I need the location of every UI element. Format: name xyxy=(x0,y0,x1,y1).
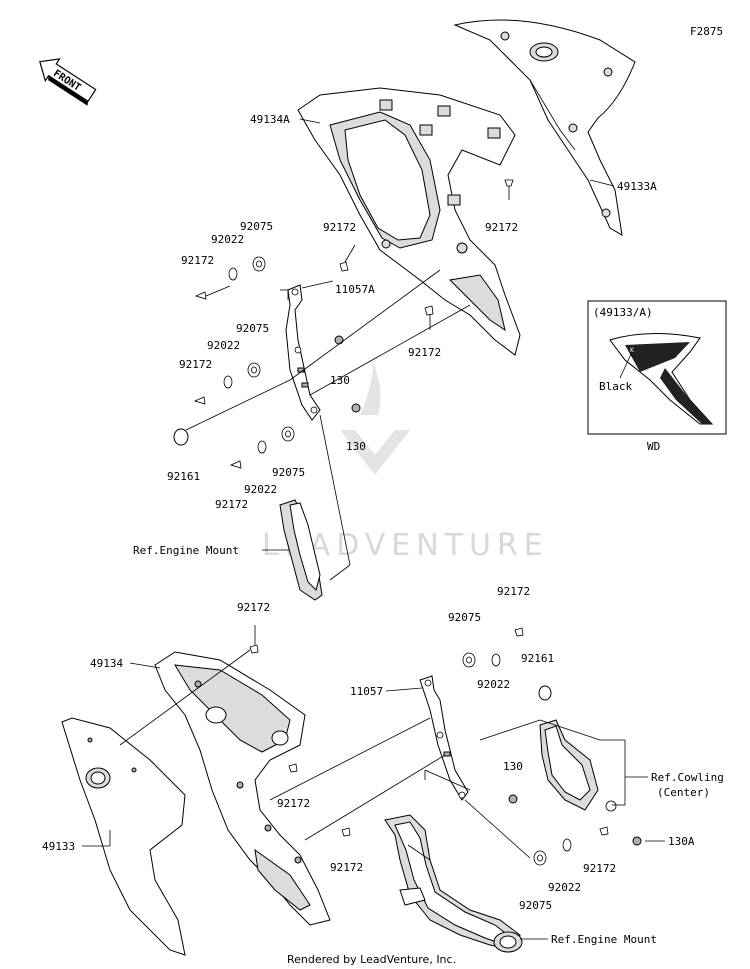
footer-credit: Rendered by LeadVenture, Inc. xyxy=(287,953,456,966)
label-11057A: 11057A xyxy=(335,283,375,296)
label-ref-cowling: Ref.Cowling xyxy=(651,771,724,784)
label-92172-d: 92172 xyxy=(497,585,530,598)
part-49134-inner-cover xyxy=(154,651,331,926)
label-92022-d: 92022 xyxy=(477,678,510,691)
label-92172-e: 92172 xyxy=(277,797,310,810)
label-49134A: 49134A xyxy=(250,113,290,126)
bottom-leader-lines xyxy=(82,649,665,940)
part-11057-bracket xyxy=(419,675,469,801)
inset-decal-text: K xyxy=(630,347,635,354)
front-arrow-icon: FRONT xyxy=(39,58,97,106)
label-130-b: 130 xyxy=(346,440,366,453)
part-49133-cover xyxy=(61,717,186,956)
watermark-logo-icon xyxy=(340,430,410,475)
top-engine-mount-ref xyxy=(279,499,323,601)
label-92075-d: 92075 xyxy=(448,611,481,624)
part-labels: 49134A 49133A 92172 92172 92172 92075 92… xyxy=(42,113,724,946)
bottom-engine-mount-ref xyxy=(384,814,523,953)
label-92161-a: 92161 xyxy=(167,470,200,483)
label-92172-g: 92172 xyxy=(583,862,616,875)
label-92022-b: 92022 xyxy=(207,339,240,352)
inset-header: (49133/A) xyxy=(593,306,653,319)
label-92172-c: 92172 xyxy=(215,498,248,511)
inset-panel-49133A: (49133/A) K Black WD xyxy=(587,300,727,453)
label-92172-top-right: 92172 xyxy=(485,221,518,234)
label-92075-e: 92075 xyxy=(519,899,552,912)
label-130A: 130A xyxy=(668,835,695,848)
top-left-hardware xyxy=(173,256,361,469)
inset-color-label: Black xyxy=(599,380,632,393)
part-49133A-cover xyxy=(453,19,636,236)
label-ref-cowling-center: (Center) xyxy=(657,786,710,799)
label-92172-a: 92172 xyxy=(181,254,214,267)
label-ref-engine-mount-top: Ref.Engine Mount xyxy=(133,544,239,557)
top-leader-lines xyxy=(185,118,615,581)
label-49133A: 49133A xyxy=(617,180,657,193)
label-11057: 11057 xyxy=(350,685,383,698)
label-130-a: 130 xyxy=(330,374,350,387)
bottom-hardware xyxy=(249,625,642,866)
label-49133: 49133 xyxy=(42,840,75,853)
label-92172-top-lower: 92172 xyxy=(408,346,441,359)
label-92022-a: 92022 xyxy=(211,233,244,246)
label-92022-c: 92022 xyxy=(244,483,277,496)
label-92161-b: 92161 xyxy=(521,652,554,665)
label-92172-b: 92172 xyxy=(179,358,212,371)
inset-footer: WD xyxy=(647,440,660,453)
label-92022-e: 92022 xyxy=(548,881,581,894)
label-130-c: 130 xyxy=(503,760,523,773)
label-92075-c: 92075 xyxy=(272,466,305,479)
label-49134: 49134 xyxy=(90,657,123,670)
label-92172-mid: 92172 xyxy=(237,601,270,614)
label-ref-engine-mount-bottom: Ref.Engine Mount xyxy=(551,933,657,946)
cowling-center-ref xyxy=(539,719,599,811)
label-92075-b: 92075 xyxy=(236,322,269,335)
label-92172-top-center: 92172 xyxy=(323,221,356,234)
label-92075-a: 92075 xyxy=(240,220,273,233)
part-49134A-inner-cover xyxy=(297,87,521,356)
label-92172-f: 92172 xyxy=(330,861,363,874)
part-11057A-bracket xyxy=(285,284,321,421)
watermark-flame-icon xyxy=(360,360,381,415)
figure-code: F2875 xyxy=(690,25,723,38)
